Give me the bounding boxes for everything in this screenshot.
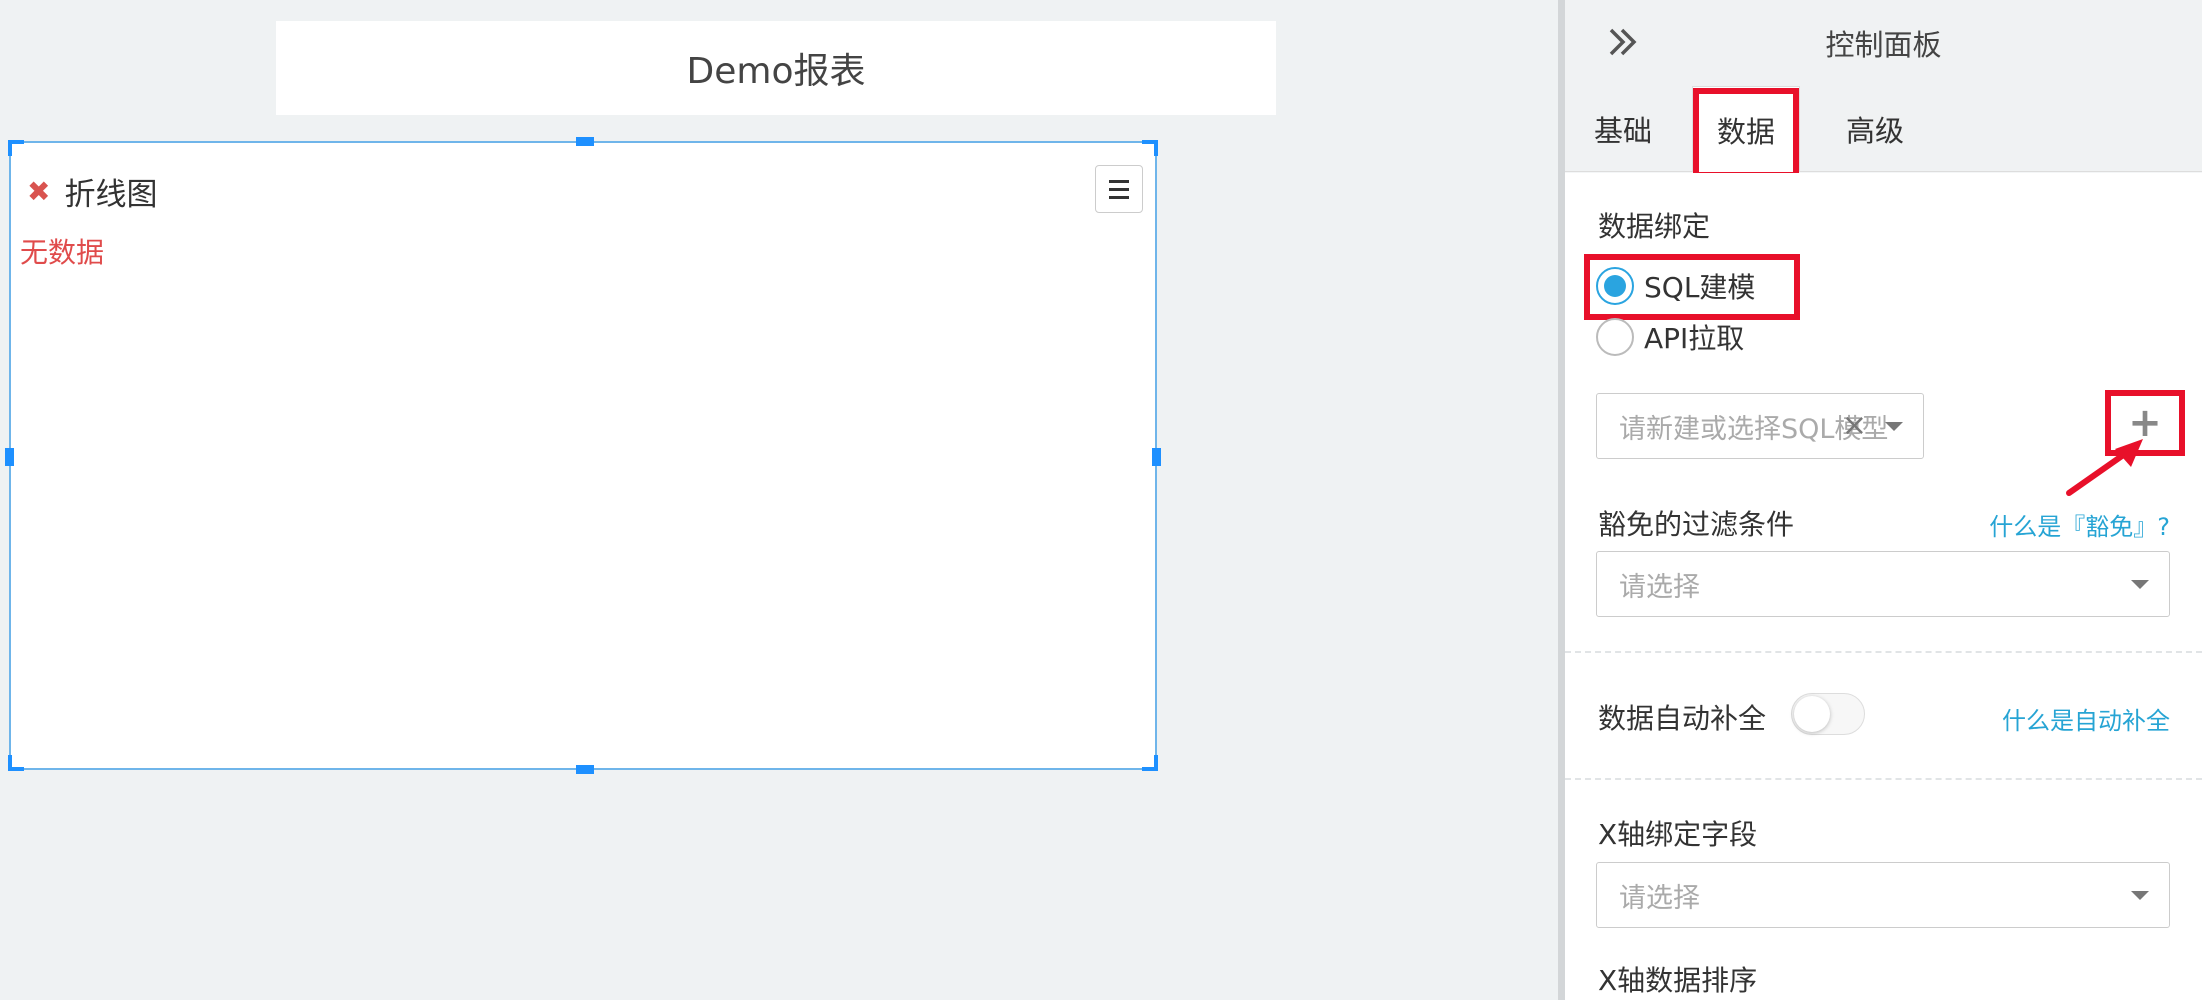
auto-fill-toggle[interactable]	[1791, 693, 1865, 735]
resize-handle-bottom-left-v[interactable]	[8, 755, 12, 771]
data-tab-content: 数据绑定 SQL建模 API拉取 请新建或选择SQL模型 × + 豁免的过滤条件…	[1565, 173, 2202, 1000]
resize-handle-right[interactable]	[1152, 448, 1161, 466]
radio-sql-label: SQL建模	[1644, 271, 1756, 304]
exempt-filter-placeholder: 请选择	[1619, 571, 1700, 603]
chevron-down-icon	[2131, 580, 2149, 589]
resize-handle-bottom[interactable]	[576, 765, 594, 774]
clear-icon[interactable]: ×	[1841, 408, 1867, 443]
auto-fill-label: 数据自动补全	[1598, 702, 1767, 735]
close-icon[interactable]: ✖	[27, 174, 51, 208]
chevron-down-icon	[1885, 422, 1903, 431]
annotation-arrow-icon	[2066, 439, 2143, 496]
line-chart-widget[interactable]: ✖ 折线图 无数据	[5, 137, 1161, 774]
sql-option-highlight-box	[1584, 254, 1800, 320]
menu-line-icon	[1109, 187, 1129, 191]
double-chevron-right-icon[interactable]	[1603, 22, 1643, 62]
panel-title: 控制面板	[1825, 28, 1942, 62]
x-axis-field-select[interactable]: 请选择	[1596, 862, 2170, 928]
exempt-filter-label: 豁免的过滤条件	[1598, 508, 1795, 541]
auto-fill-help-link[interactable]: 什么是自动补全	[2002, 707, 2170, 735]
tab-data-highlight-box	[1693, 88, 1799, 178]
hamburger-menu-button[interactable]	[1095, 165, 1143, 213]
add-sql-model-button[interactable]: +	[2105, 390, 2185, 456]
report-title: Demo报表	[276, 21, 1276, 115]
widget-title: 折线图	[64, 177, 158, 213]
radio-sql-model[interactable]: SQL建模	[1596, 266, 1755, 306]
sql-model-placeholder: 请新建或选择SQL模型	[1619, 413, 1889, 445]
resize-handle-top-left-v[interactable]	[8, 140, 12, 156]
resize-handle-bottom-right-v[interactable]	[1154, 755, 1158, 771]
exempt-help-link[interactable]: 什么是『豁免』?	[1989, 513, 2170, 541]
sql-model-select[interactable]: 请新建或选择SQL模型 ×	[1596, 393, 1924, 459]
x-axis-sort-label: X轴数据排序	[1598, 964, 1758, 997]
tab-data[interactable]: 数据	[1692, 86, 1800, 172]
widget-header: ✖ 折线图	[27, 169, 157, 214]
resize-handle-top-left[interactable]	[8, 140, 24, 144]
resize-handle-top[interactable]	[576, 137, 594, 146]
menu-line-icon	[1109, 195, 1129, 199]
radio-api-label: API拉取	[1644, 322, 1745, 355]
toggle-knob	[1794, 696, 1830, 732]
panel-tabs: 基础 数据 高级	[1565, 86, 2202, 172]
radio-api-fetch[interactable]: API拉取	[1596, 317, 1744, 357]
tab-basic[interactable]: 基础	[1593, 114, 1652, 148]
x-axis-field-label: X轴绑定字段	[1598, 818, 1758, 851]
section-divider	[1565, 778, 2202, 780]
panel-header: 控制面板	[1565, 0, 2202, 86]
resize-handle-top-right-v[interactable]	[1154, 140, 1158, 156]
resize-handle-left[interactable]	[5, 448, 14, 466]
report-canvas: Demo报表 ✖ 折线图 无数据	[5, 21, 1276, 774]
panel-splitter[interactable]	[1558, 0, 1565, 1000]
control-panel: 控制面板 基础 数据 高级 数据绑定 SQL建模 API拉取 请新建或选择SQL…	[1565, 0, 2202, 1000]
section-divider	[1565, 651, 2202, 653]
x-axis-field-placeholder: 请选择	[1619, 882, 1700, 914]
exempt-filter-select[interactable]: 请选择	[1596, 551, 2170, 617]
radio-selected-icon	[1596, 267, 1634, 305]
data-binding-label: 数据绑定	[1598, 210, 1711, 243]
radio-unselected-icon	[1596, 318, 1634, 356]
resize-handle-bottom-left[interactable]	[8, 767, 24, 771]
chevron-down-icon	[2131, 891, 2149, 900]
tab-advanced[interactable]: 高级	[1845, 114, 1904, 148]
resize-handle-top-right[interactable]	[1142, 140, 1158, 144]
resize-handle-bottom-right[interactable]	[1142, 767, 1158, 771]
no-data-message: 无数据	[20, 236, 105, 269]
menu-line-icon	[1109, 179, 1129, 183]
